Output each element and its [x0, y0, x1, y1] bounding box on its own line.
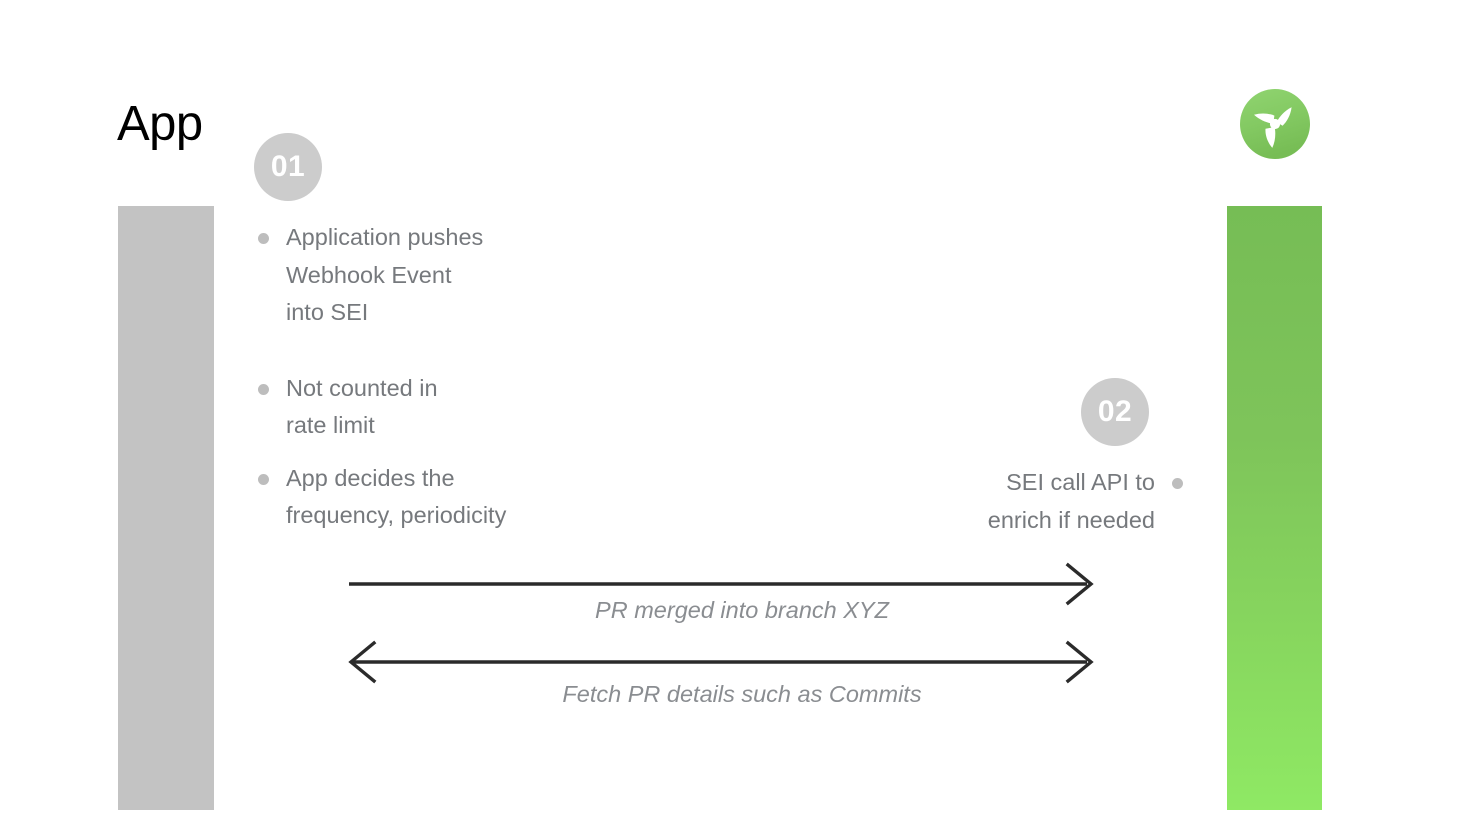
bullet-dot-icon	[258, 233, 269, 244]
list-item: App decides the frequency, periodicity	[255, 460, 675, 535]
page-title: App	[117, 97, 203, 151]
arrow-label-fetch-pr-details: Fetch PR details such as Commits	[562, 681, 922, 707]
arrow-label-pr-merged: PR merged into branch XYZ	[595, 597, 889, 623]
list-item-label: Not counted in rate limit	[286, 374, 438, 439]
step-02-bullet-list: SEI call API to enrich if needed	[830, 464, 1186, 539]
arrow-pr-merged	[345, 562, 1097, 606]
list-item-label: SEI call API to enrich if needed	[987, 469, 1155, 533]
list-item: Not counted in rate limit	[255, 370, 675, 445]
bullet-dot-icon	[1172, 478, 1183, 489]
list-item: SEI call API to enrich if needed	[830, 464, 1186, 539]
spacer	[255, 332, 675, 370]
propeller-logo-icon	[1239, 88, 1311, 160]
bullet-dot-icon	[258, 473, 269, 485]
arrow-fetch-pr-details	[345, 640, 1097, 684]
step-badge-01: 01	[254, 133, 322, 201]
step-01-bullet-list: Application pushes Webhook Event into SE…	[255, 219, 675, 535]
spacer	[255, 445, 675, 460]
list-item: Application pushes Webhook Event into SE…	[255, 219, 675, 332]
bullet-dot-icon	[258, 383, 269, 395]
app-lane-bar	[118, 206, 214, 810]
sei-lane-bar	[1227, 206, 1322, 810]
step-badge-02: 02	[1081, 378, 1149, 446]
list-item-label: App decides the frequency, periodicity	[286, 464, 507, 529]
list-item-label: Application pushes Webhook Event into SE…	[286, 224, 484, 325]
